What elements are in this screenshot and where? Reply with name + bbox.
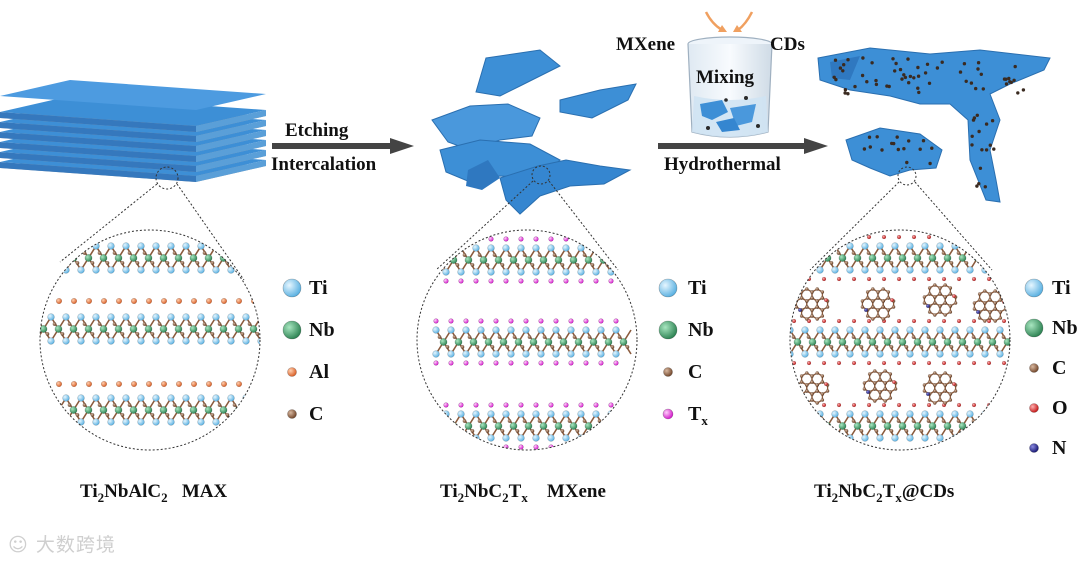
legend-nb-2: Nb <box>658 319 714 341</box>
legend-n-3: N <box>1029 437 1067 459</box>
legend-swatch <box>287 409 297 419</box>
legend-label: C <box>1052 357 1066 379</box>
legend-label: Nb <box>309 319 335 341</box>
legend-label: Nb <box>1052 317 1078 339</box>
legend-c-2: C <box>663 361 702 383</box>
mxene-cds-flakes <box>817 47 1051 203</box>
legend-swatch <box>1024 278 1044 298</box>
mxene-cds-structure-border <box>789 229 1011 451</box>
legend-swatch <box>658 278 678 298</box>
label-hydrothermal: Hydrothermal <box>664 154 781 175</box>
legend-label: Nb <box>688 319 714 341</box>
max-layered-slab <box>0 80 266 182</box>
legend-swatch <box>282 320 302 340</box>
mxene-flakes <box>431 49 637 215</box>
arrow-etching <box>272 138 414 154</box>
legend-label: O <box>1052 397 1068 419</box>
legend-ti-3: Ti <box>1024 277 1071 299</box>
label-intercalation: Intercalation <box>271 154 377 175</box>
arrow-hydrothermal <box>658 138 828 154</box>
legend-o-3: O <box>1029 397 1068 419</box>
watermark-text: 大数跨境 <box>35 534 116 556</box>
zoom-callout-1 <box>59 166 245 281</box>
legend-tx-2: Tx <box>662 403 708 428</box>
label-mixing: Mixing <box>696 67 755 88</box>
legend-label: Al <box>309 361 329 383</box>
legend-swatch <box>663 367 673 377</box>
legend-swatch <box>1029 443 1039 453</box>
max-crystal-structure <box>40 242 260 426</box>
label-mxene-input: MXene <box>616 34 675 55</box>
mxene-crystal-structure <box>417 236 637 450</box>
legend-label: C <box>688 361 702 383</box>
label-etching: Etching <box>285 120 349 141</box>
zoom-callout-2 <box>435 165 619 271</box>
legend-swatch <box>287 367 297 377</box>
legend-ti-1: Ti <box>282 277 328 299</box>
legend-c-1: C <box>287 403 323 425</box>
legend-swatch <box>1029 363 1039 373</box>
legend-swatch <box>662 408 674 420</box>
mixing-beaker <box>687 11 773 138</box>
watermark: ☺ 大数跨境 <box>8 530 116 557</box>
legend-label: Ti <box>309 277 328 299</box>
legend-swatch <box>1024 318 1044 338</box>
legend-swatch <box>282 278 302 298</box>
legend-label: Ti <box>1052 277 1071 299</box>
max-structure-border <box>39 229 261 451</box>
mxene-cds-crystal-structure <box>790 234 1010 442</box>
legend-swatch <box>658 320 678 340</box>
label-cds-input: CDs <box>770 34 805 55</box>
legend-ti-2: Ti <box>658 277 707 299</box>
legend-label: Ti <box>688 277 707 299</box>
legend-nb-1: Nb <box>282 319 335 341</box>
mxene-structure-border <box>416 229 638 451</box>
legend-swatch <box>1029 403 1039 413</box>
legend-nb-3: Nb <box>1024 317 1078 339</box>
legend-c-3: C <box>1029 357 1066 379</box>
caption-panel-1: Ti2NbAlC2 MAX <box>80 481 228 505</box>
legend-label: N <box>1052 437 1067 459</box>
caption-panel-3: Ti2NbC2Tx@CDs <box>814 481 954 505</box>
legend-label: Tx <box>688 403 708 428</box>
legend-label: C <box>309 403 323 425</box>
panel-captions: Ti2NbAlC2 MAX Ti2NbC2Tx MXene Ti2NbC2Tx@CD… <box>80 481 954 505</box>
caption-panel-2: Ti2NbC2Tx MXene <box>440 481 606 505</box>
watermark-logo-icon: ☺ <box>8 534 36 556</box>
legend-al-1: Al <box>287 361 329 383</box>
zoom-callout-3 <box>809 166 993 271</box>
